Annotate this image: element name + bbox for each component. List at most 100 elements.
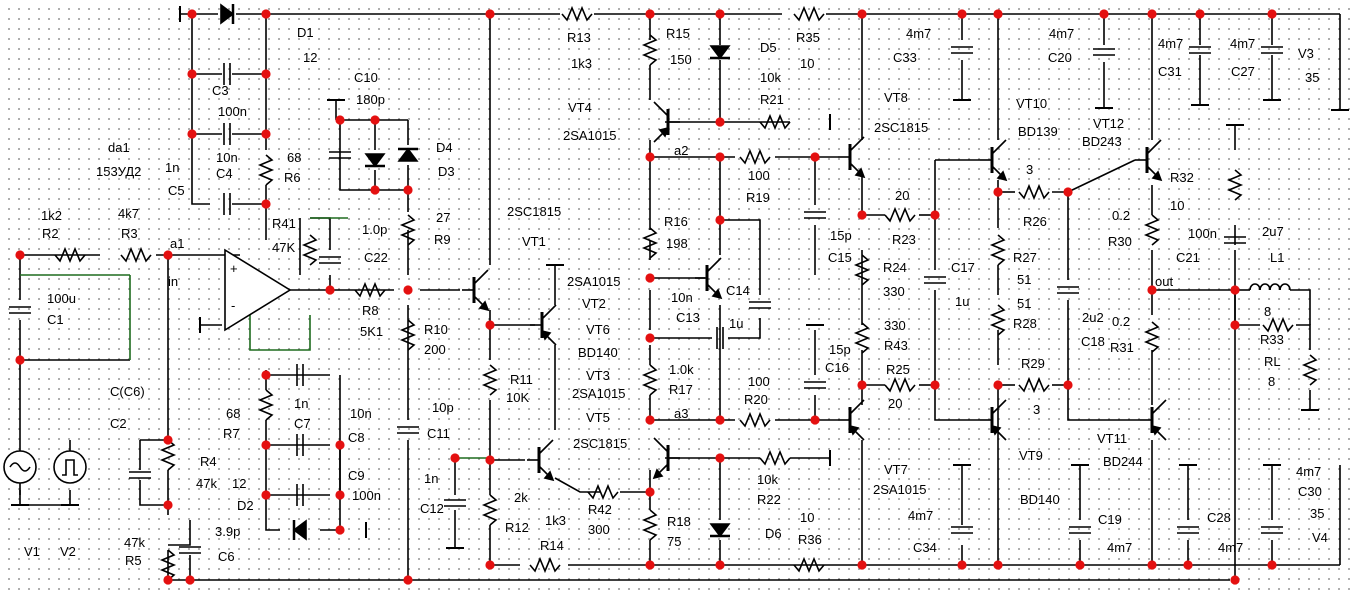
junction-node bbox=[261, 370, 271, 380]
label-r35v: 10 bbox=[800, 56, 814, 71]
label-d2: D2 bbox=[237, 498, 254, 513]
label-c6: C6 bbox=[218, 549, 235, 564]
junction-node bbox=[957, 9, 967, 19]
wire bbox=[934, 290, 980, 421]
junction-node bbox=[857, 210, 867, 220]
resistor-r16 bbox=[641, 227, 659, 259]
capacitor-c31 bbox=[1189, 46, 1211, 54]
label-vt1: VT1 bbox=[522, 234, 546, 249]
wire bbox=[728, 318, 761, 339]
label-r9v: 27 bbox=[436, 210, 450, 225]
diode-d3 bbox=[397, 147, 419, 162]
led-d6 bbox=[709, 523, 731, 538]
label-c27v: 4m7 bbox=[1230, 36, 1255, 51]
label-r12: R12 bbox=[505, 520, 529, 535]
transistor-vt5 bbox=[527, 439, 555, 482]
label-v4v: 35 bbox=[1310, 506, 1324, 521]
junction-node bbox=[715, 415, 725, 425]
label-r13: R13 bbox=[567, 30, 591, 45]
capacitor-c13 bbox=[716, 327, 724, 349]
label-c30: C30 bbox=[1298, 484, 1322, 499]
junction-node bbox=[163, 575, 173, 585]
label-r8v: 5K1 bbox=[360, 324, 383, 339]
capacitor-c3 bbox=[223, 63, 231, 85]
label-vt7: VT7 bbox=[884, 462, 908, 477]
capacitor-c4 bbox=[223, 123, 231, 145]
junction-node bbox=[857, 380, 867, 390]
wire bbox=[139, 480, 168, 506]
junction-node bbox=[1075, 560, 1085, 570]
junction-node bbox=[1230, 320, 1240, 330]
capacitor-c27 bbox=[1261, 46, 1283, 54]
junction-node bbox=[993, 187, 1003, 197]
label-r3v: 4k7 bbox=[118, 206, 139, 221]
junction-node bbox=[957, 560, 967, 570]
label-c30v: 4m7 bbox=[1296, 464, 1321, 479]
junction-node bbox=[1063, 187, 1073, 197]
label-r26v: 3 bbox=[1026, 162, 1033, 177]
svg-text:-: - bbox=[231, 298, 235, 313]
wire bbox=[168, 520, 191, 546]
label-r15: R15 bbox=[666, 26, 690, 41]
label-c7: C7 bbox=[294, 416, 311, 431]
resistor-r9 bbox=[399, 214, 417, 246]
label-d4: D4 bbox=[436, 140, 453, 155]
junction-node bbox=[187, 69, 197, 79]
resistor-r15 bbox=[641, 34, 659, 66]
label-vt11t: BD244 bbox=[1103, 454, 1143, 469]
label-vt9: VT9 bbox=[1019, 448, 1043, 463]
label-r11: R11 bbox=[510, 372, 533, 387]
resistor-r24 bbox=[853, 254, 871, 286]
capacitor-c16 bbox=[804, 381, 826, 389]
diode-d4 bbox=[364, 153, 386, 168]
junction-node bbox=[1147, 560, 1157, 570]
resistor-r23 bbox=[884, 206, 916, 224]
resistor-r19 bbox=[739, 148, 771, 166]
junction-node bbox=[993, 380, 1003, 390]
label-r36: R36 bbox=[798, 532, 822, 547]
label-c15: C15 bbox=[828, 250, 852, 265]
label-vt9t: BD140 bbox=[1020, 492, 1060, 507]
junction-node bbox=[261, 490, 271, 500]
label-r29: R29 bbox=[1021, 356, 1045, 371]
inductor-l1 bbox=[1249, 283, 1291, 291]
junction-node bbox=[163, 500, 173, 510]
junction-node bbox=[163, 435, 173, 445]
junction-node bbox=[810, 152, 820, 162]
capacitor-c15 bbox=[804, 211, 826, 219]
label-out: out bbox=[1155, 274, 1173, 289]
junction-node bbox=[1063, 380, 1073, 390]
resistor-r35 bbox=[793, 5, 825, 23]
label-vt8t: 2SC1815 bbox=[874, 120, 928, 135]
label-r16: R16 bbox=[664, 214, 688, 229]
label-c17: C17 bbox=[951, 260, 975, 275]
resistor-r42 bbox=[587, 483, 619, 501]
capacitor-c14 bbox=[749, 301, 771, 309]
resistor-r22 bbox=[759, 449, 791, 467]
junction-node bbox=[335, 115, 345, 125]
junction-node bbox=[857, 9, 867, 19]
wire bbox=[1234, 290, 1260, 326]
label-r2: R2 bbox=[42, 226, 59, 241]
label-r17: R17 bbox=[669, 382, 693, 397]
wire bbox=[19, 483, 70, 506]
junction-node bbox=[163, 250, 173, 260]
label-c27: C27 bbox=[1231, 64, 1255, 79]
capacitor-c28 bbox=[1177, 526, 1199, 534]
junction-node bbox=[485, 9, 495, 19]
junction-node bbox=[1195, 9, 1205, 19]
label-r22v: 10k bbox=[757, 472, 778, 487]
wire bbox=[191, 14, 210, 205]
resistor-r31 bbox=[1143, 321, 1161, 353]
wire bbox=[1067, 300, 1140, 421]
label-r28v: 51 bbox=[1017, 296, 1031, 311]
junction-node bbox=[1183, 560, 1193, 570]
label-c11: C11 bbox=[427, 426, 450, 441]
label-c16v: 15p bbox=[829, 342, 851, 357]
wire bbox=[1067, 159, 1136, 193]
label-r30: R30 bbox=[1108, 234, 1132, 249]
label-c12: C12 bbox=[420, 501, 444, 516]
resistor-r28 bbox=[989, 304, 1007, 336]
label-c28: C28 bbox=[1207, 510, 1231, 525]
label-r42v: 300 bbox=[588, 522, 610, 537]
